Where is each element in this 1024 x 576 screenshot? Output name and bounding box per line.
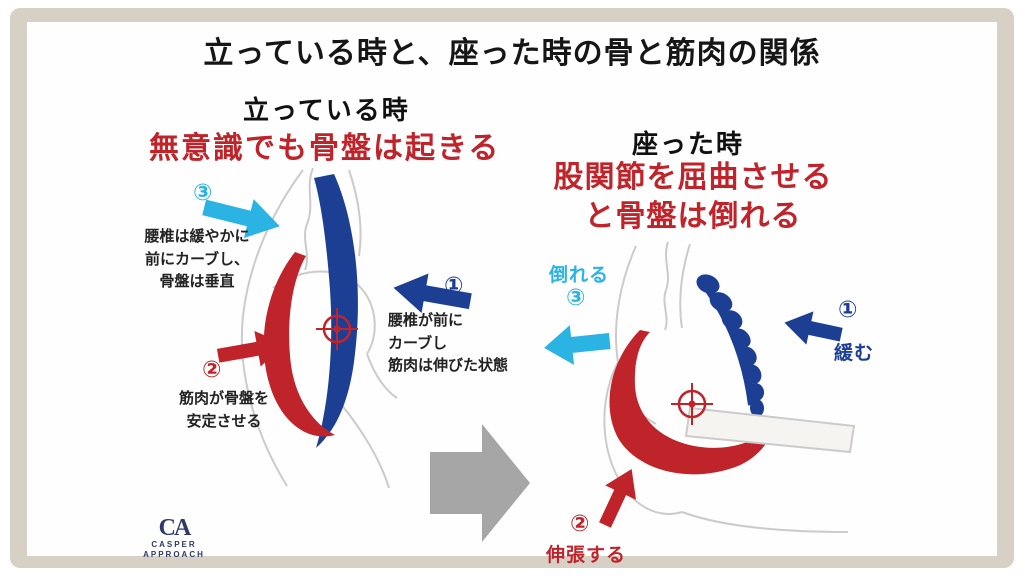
sitting-note-1: 緩む xyxy=(834,343,875,364)
hip-joint-crosshair-icon xyxy=(671,383,713,425)
blue-arrow-icon xyxy=(784,311,843,345)
standing-note-3: 腰椎は緩やかに 前にカーブし、 骨盤は垂直 xyxy=(144,228,250,290)
sitting-subheading: 股関節を屈曲させる と骨盤は倒れる xyxy=(537,158,849,236)
logo-monogram: CA xyxy=(158,515,192,541)
red-arrow-icon xyxy=(599,468,637,528)
sitting-label-2: ② xyxy=(570,510,590,536)
sitting-note-2: 伸張する xyxy=(546,545,627,566)
sitting-label-3: ③ xyxy=(566,284,586,310)
standing-label-3: ③ xyxy=(193,179,213,205)
standing-pelvis-diagram xyxy=(202,167,472,489)
logo-line1: CASPER xyxy=(151,540,197,549)
hip-joint-crosshair-icon xyxy=(316,308,358,350)
logo-line2: APPROACH xyxy=(143,550,205,560)
standing-note-1: 腰椎が前に カーブし 筋肉は伸びた状態 xyxy=(388,312,509,374)
sitting-heading: 座った時 xyxy=(632,129,745,159)
spine-muscle-relaxed-shape xyxy=(696,274,765,417)
slide-title: 立っている時と、座った時の骨と筋肉の関係 xyxy=(203,37,821,70)
red-arrow-icon xyxy=(216,331,286,367)
standing-label-2: ② xyxy=(202,356,222,382)
standing-note-2: 筋肉が骨盤を 安定させる xyxy=(178,390,269,430)
spine-muscle-shape xyxy=(314,174,358,448)
transition-arrow-icon xyxy=(430,424,530,542)
blue-arrow-icon xyxy=(393,273,472,313)
cyan-arrow-icon xyxy=(544,325,611,365)
standing-label-1: ① xyxy=(444,272,464,298)
standing-heading: 立っている時 xyxy=(243,95,410,125)
pelvis-outline-sketch xyxy=(603,241,849,533)
sitting-label-1: ① xyxy=(838,296,858,322)
pelvis-outline-sketch xyxy=(240,167,398,489)
hip-flexor-muscle-shape xyxy=(609,330,775,475)
sitting-note-3: 倒れる xyxy=(549,265,610,286)
sitting-subheading-line1: 股関節を屈曲させる xyxy=(553,161,833,194)
sitting-pelvis-diagram xyxy=(544,241,856,533)
casper-approach-logo: CA CASPER APPROACH xyxy=(134,516,214,561)
hip-flexor-muscle-shape xyxy=(263,252,335,437)
cyan-arrow-icon xyxy=(202,199,280,238)
femur-bone-shape xyxy=(684,406,856,454)
standing-subheading: 無意識でも骨盤は起きる xyxy=(149,132,501,165)
sitting-subheading-line2: と骨盤は倒れる xyxy=(584,200,802,233)
